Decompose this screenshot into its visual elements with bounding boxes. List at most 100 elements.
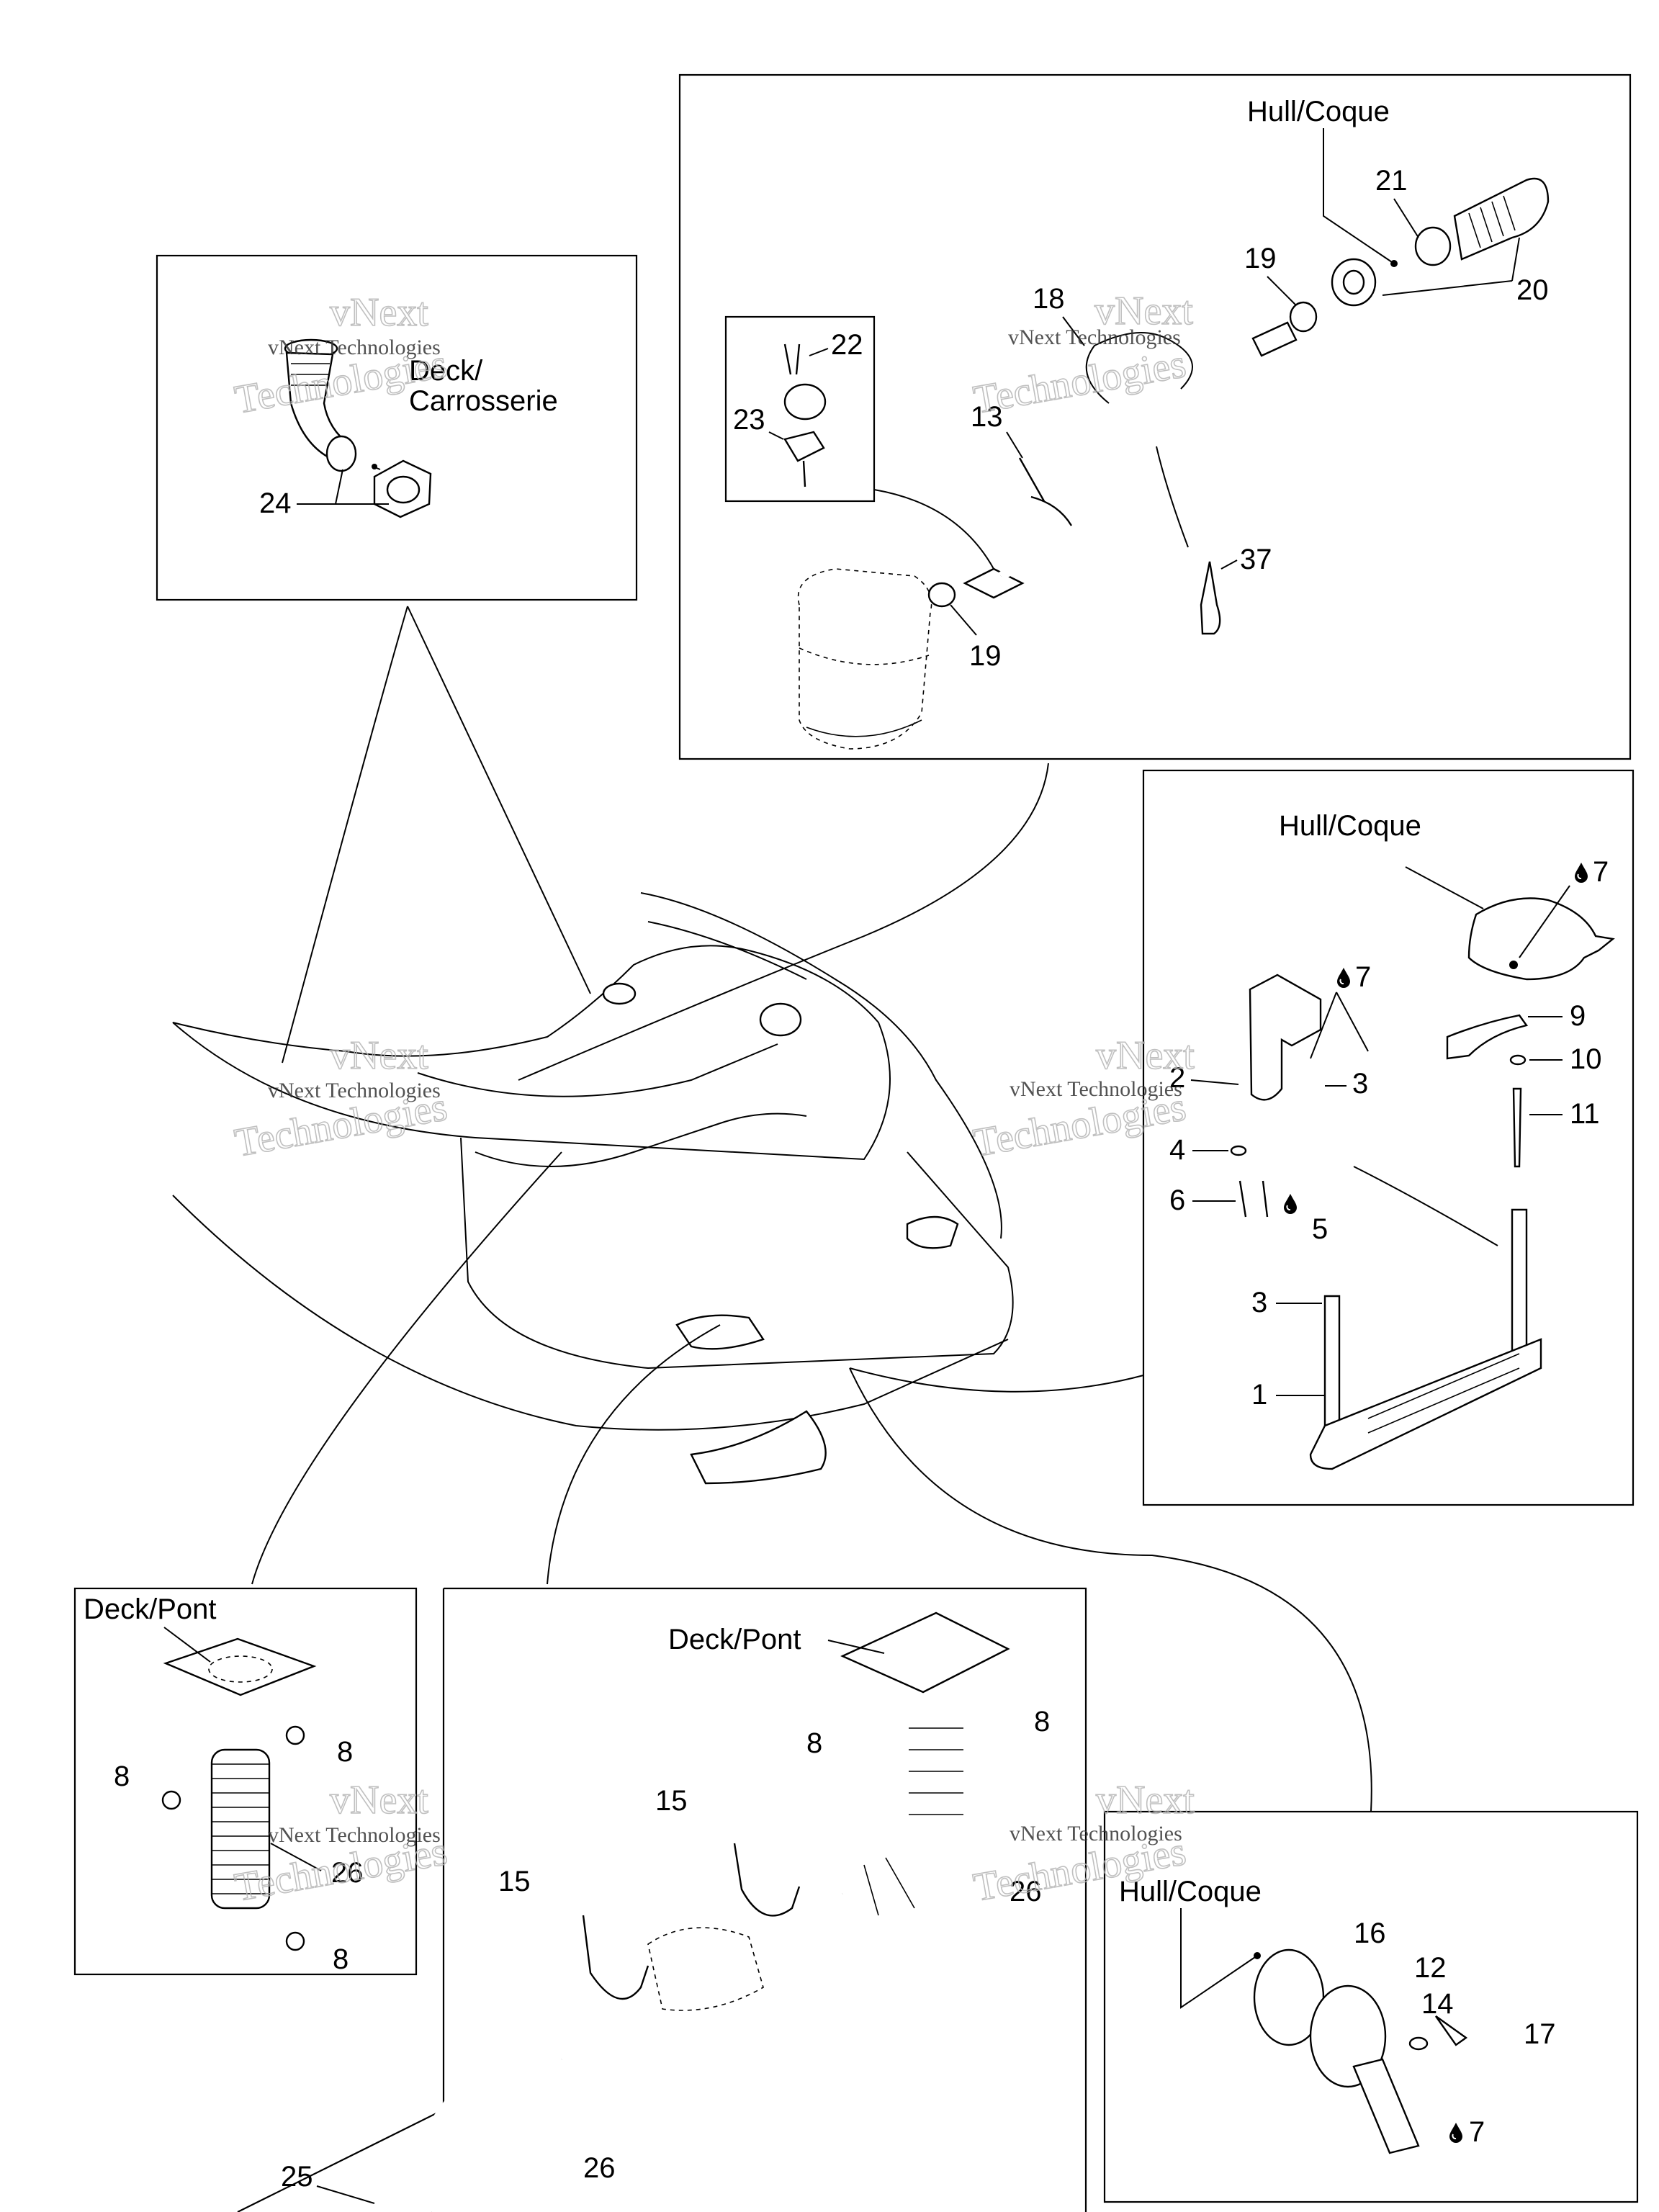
detail-box-vent-centre: Deck/Pont 26 8 8 15 15 26 25: [237, 1587, 1087, 2212]
watermark: vNext vNext Technologies Technologies vN…: [231, 288, 1195, 1910]
callout-8-e: 8: [1034, 1706, 1050, 1737]
hose-part: [963, 301, 1318, 599]
callout-19-top: 19: [1244, 243, 1277, 274]
callout-10: 10: [1570, 1043, 1602, 1075]
callout-25: 25: [281, 2161, 313, 2193]
vent-hose-part: [210, 1748, 271, 1910]
callout-24: 24: [259, 487, 292, 519]
callout-26-left: 26: [331, 1857, 364, 1889]
callout-15-b: 15: [498, 1866, 531, 1897]
deck-plate-part: [163, 1637, 317, 1696]
callout-26-bottom: 26: [583, 2152, 616, 2184]
callout-5: 5: [1312, 1213, 1328, 1245]
screw-part: [783, 431, 825, 487]
svg-text:Technologies: Technologies: [970, 341, 1189, 423]
callout-18: 18: [1033, 283, 1065, 315]
label-deck-pont-left: Deck/Pont: [84, 1593, 217, 1625]
detail-box-vent-left: Deck/Pont 8 8 8 26: [73, 1587, 418, 1976]
detail-box-drain-plug-bottom: Hull/Coque 16 12 14 17 7: [1103, 1810, 1639, 2203]
detail-box-deck-fitting: Deck/ Carrosserie 24: [156, 254, 638, 601]
callout-22: 22: [831, 329, 863, 361]
callout-23: 23: [733, 404, 765, 436]
svg-text:vNext: vNext: [330, 1778, 428, 1822]
callout-8-d: 8: [806, 1727, 822, 1759]
ring-part: [1414, 226, 1452, 266]
svg-text:vNext Technologies: vNext Technologies: [268, 336, 441, 359]
bilge-pump-part: [797, 568, 956, 750]
detail-subbox-clips: [724, 315, 876, 503]
fitting-part: [1453, 177, 1550, 261]
svg-text:vNext Technologies: vNext Technologies: [1008, 325, 1181, 349]
label-hull-coque-mid: Hull/Coque: [1279, 810, 1421, 842]
elbow-fitting-part: [284, 338, 432, 518]
screw-17-part: [1435, 2015, 1468, 2046]
svg-text:vNext Technologies: vNext Technologies: [1010, 1077, 1182, 1101]
callout-20: 20: [1516, 274, 1549, 306]
callout-8-a: 8: [114, 1761, 130, 1792]
callout-7-c: 7: [1469, 2116, 1485, 2148]
clip-13-part: [1018, 457, 1073, 526]
detail-box-drain-plug: Hull/Coque 7 7 2 3 4 6 5 9 10 11: [1142, 769, 1635, 1506]
vent-hose-centre-part: [834, 1714, 963, 1919]
rivet-part: [1512, 1087, 1522, 1168]
callout-2: 2: [1169, 1062, 1185, 1094]
callout-17: 17: [1524, 2018, 1556, 2050]
label-deck-pont-centre: Deck/Pont: [668, 1624, 801, 1655]
hull-plate-part: [1467, 897, 1615, 981]
label-carrosserie: Carrosserie: [409, 385, 558, 417]
callout-4: 4: [1169, 1134, 1185, 1166]
callout-26-centre: 26: [1010, 1876, 1042, 1907]
svg-text:vNext: vNext: [1096, 1033, 1195, 1078]
callout-16: 16: [1354, 1917, 1386, 1949]
tie-37-part: [1200, 561, 1221, 635]
callout-14: 14: [1421, 1988, 1454, 2020]
connector-lines: [251, 606, 1372, 1812]
callout-15-a: 15: [655, 1785, 688, 1817]
callout-7-b: 7: [1355, 961, 1371, 993]
svg-text:vNext Technologies: vNext Technologies: [268, 1079, 441, 1102]
svg-text:vNext: vNext: [1096, 1778, 1195, 1822]
callout-37: 37: [1240, 544, 1272, 575]
svg-text:vNext: vNext: [330, 1033, 428, 1078]
deck-plate-centre-part: [840, 1611, 1010, 1694]
drain-plug-part: [1352, 2058, 1420, 2154]
hull-stern-view: [172, 892, 1014, 1485]
sealant-drop-icon: [1283, 1193, 1298, 1215]
label-hull-coque-top: Hull/Coque: [1247, 96, 1390, 127]
callout-6: 6: [1169, 1184, 1185, 1216]
tie-wrap-part: [783, 343, 801, 375]
label-hull-coque-bottom: Hull/Coque: [1119, 1876, 1262, 1907]
svg-text:vNext: vNext: [330, 290, 428, 335]
callout-3-top: 3: [1352, 1068, 1368, 1100]
washer-part: [1509, 1054, 1527, 1066]
sealant-drop-icon: [1336, 967, 1351, 989]
callout-1: 1: [1251, 1379, 1267, 1411]
svg-text:vNext Technologies: vNext Technologies: [1010, 1822, 1182, 1845]
callout-3-bottom: 3: [1251, 1287, 1267, 1318]
vent-hose-lower-part: [403, 2029, 569, 2212]
intake-grate-part: [1309, 1208, 1542, 1470]
callout-7-a: 7: [1593, 856, 1609, 888]
callout-8-c: 8: [333, 1943, 349, 1975]
callout-9: 9: [1570, 1000, 1586, 1032]
callout-12: 12: [1414, 1952, 1447, 1984]
drain-housing-part: [1309, 1984, 1387, 2088]
screw-6-part: [1238, 1180, 1269, 1218]
clamp-15a-part: [733, 1843, 801, 1917]
svg-text:vNext Technologies: vNext Technologies: [268, 1823, 441, 1847]
clamp-15b-part: [582, 1915, 649, 2000]
strap-part: [1446, 1014, 1529, 1060]
blower-part: [647, 1927, 764, 2011]
callout-19-bottom: 19: [969, 640, 1002, 672]
callout-8-b: 8: [337, 1736, 353, 1768]
sealant-drop-icon: [1574, 862, 1588, 884]
callout-13: 13: [971, 401, 1003, 433]
callout-21: 21: [1375, 165, 1408, 197]
callout-11: 11: [1570, 1098, 1600, 1130]
svg-text:vNext: vNext: [1094, 289, 1193, 333]
detail-box-bilge-pump: 22 23 Hull/Coque 21 19: [678, 73, 1632, 760]
washer-14-part: [1408, 2036, 1429, 2051]
bracket-part: [1249, 974, 1322, 1101]
sealant-drop-icon: [1449, 2122, 1463, 2144]
